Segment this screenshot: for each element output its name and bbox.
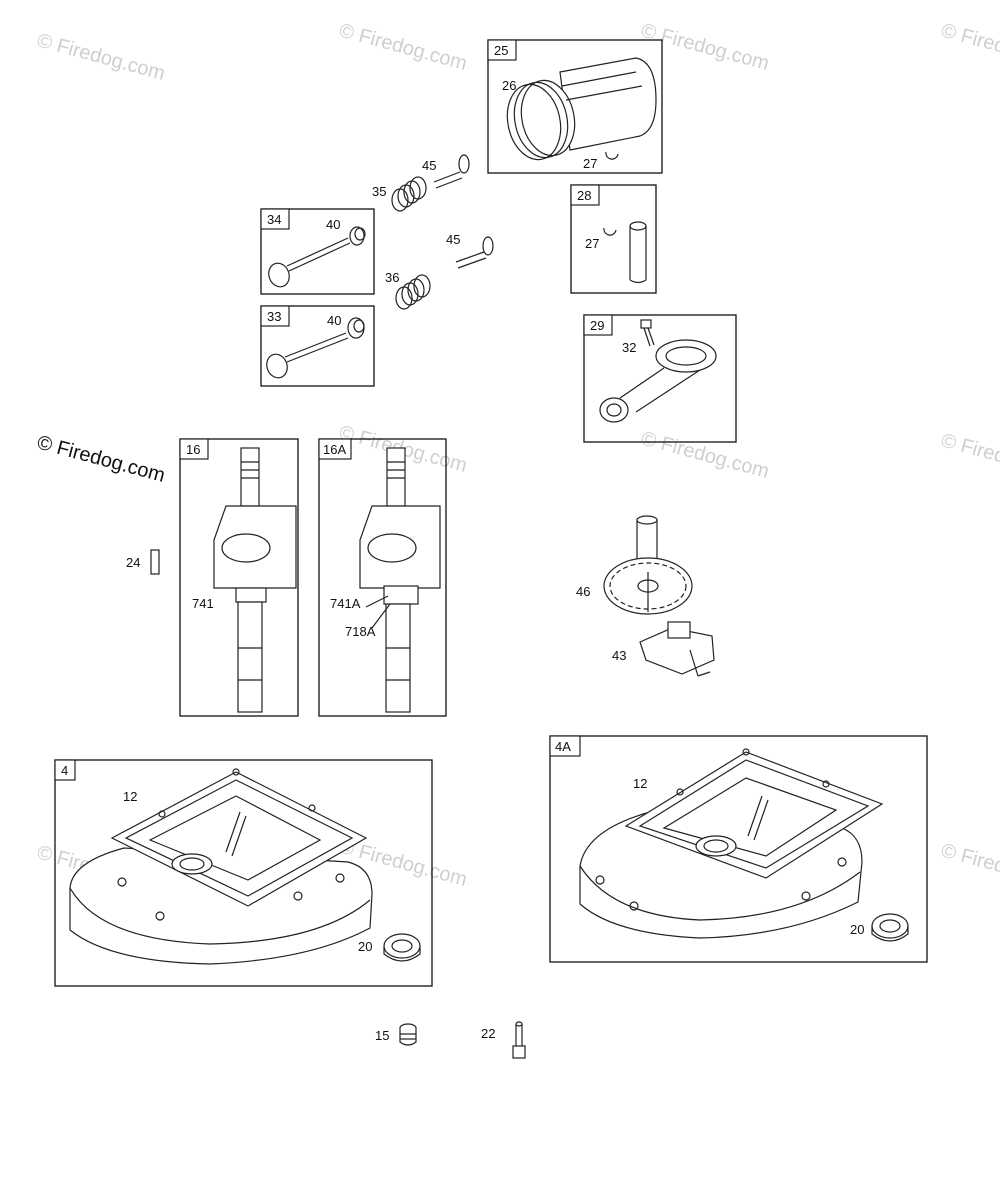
group-28-piston-pin[interactable]: 28 27 (570, 184, 657, 294)
plug-icon (399, 1023, 417, 1046)
group-tag (179, 438, 209, 460)
part-label[interactable]: 12 (123, 789, 137, 804)
group-29-connecting-rod[interactable]: 29 32 (583, 314, 737, 443)
retaining-clip-icon (603, 227, 617, 236)
part-label[interactable]: 36 (385, 270, 399, 285)
part-label[interactable]: 22 (481, 1026, 495, 1041)
oil-seal-icon (871, 913, 909, 942)
part-label[interactable]: 15 (375, 1028, 389, 1043)
tappet-icon (433, 154, 470, 189)
valve-train-loose[interactable]: 45 35 45 36 (372, 154, 494, 310)
group-4a-crankcase-cover[interactable]: 4A 12 20 (549, 735, 928, 963)
part-label[interactable]: 45 (422, 158, 436, 173)
group-frame (179, 438, 299, 717)
group-frame (487, 39, 663, 174)
oil-seal-icon (383, 933, 421, 962)
group-4-crankcase-cover[interactable]: 4 12 20 (54, 759, 433, 987)
valve-spring-icon (391, 176, 427, 212)
group-frame (260, 305, 375, 387)
valve-retainer-icon (347, 317, 365, 339)
group-number: 4 (61, 763, 68, 778)
watermark: © Firedog.com (939, 430, 1000, 485)
part-label[interactable]: 32 (622, 340, 636, 355)
part-label[interactable]: 12 (633, 776, 647, 791)
retaining-clip-icon (605, 151, 619, 160)
part-label[interactable]: 20 (850, 922, 864, 937)
group-34-valve[interactable]: 34 40 (260, 208, 375, 295)
bolt-icon (512, 1021, 526, 1059)
oil-fill-plug[interactable]: 15 (375, 1023, 417, 1046)
crankshaft-key[interactable]: 24 (126, 549, 160, 575)
part-label[interactable]: 43 (612, 648, 626, 663)
group-frame (54, 759, 433, 987)
group-25-piston[interactable]: 25 26 27 (487, 39, 663, 174)
watermark: © Firedog.com (939, 840, 1000, 895)
key-icon (150, 549, 160, 575)
part-label[interactable]: 741A (330, 596, 361, 611)
crankshaft-icon (359, 447, 441, 713)
valve-icon (266, 332, 349, 379)
part-label[interactable]: 24 (126, 555, 140, 570)
crankcase-cover-icon (579, 748, 884, 939)
part-label[interactable]: 741 (192, 596, 214, 611)
part-label[interactable]: 45 (446, 232, 460, 247)
group-frame (318, 438, 447, 717)
group-tag (260, 208, 290, 230)
group-tag (54, 759, 76, 781)
group-33-valve[interactable]: 33 40 (260, 305, 375, 387)
watermark: © Firedog.com (337, 20, 470, 75)
group-tag (583, 314, 613, 336)
group-16a-crankshaft[interactable]: 16A 741A 718A (318, 438, 447, 717)
watermark: © Firedog.com (939, 20, 1000, 75)
camshaft-assembly[interactable]: 46 43 (576, 515, 715, 677)
part-label[interactable]: 27 (583, 156, 597, 171)
rod-bolt-icon (640, 319, 655, 347)
watermark: © Firedog.com (639, 20, 772, 75)
connecting-rod-icon (599, 339, 717, 423)
group-number: 33 (267, 309, 281, 324)
group-tag (549, 735, 581, 757)
group-frame (583, 314, 737, 443)
group-number: 29 (590, 318, 604, 333)
group-16-crankshaft[interactable]: 16 741 (179, 438, 299, 717)
group-frame (570, 184, 657, 294)
group-tag (570, 184, 600, 206)
part-label[interactable]: 35 (372, 184, 386, 199)
part-label[interactable]: 40 (326, 217, 340, 232)
part-label[interactable]: 40 (327, 313, 341, 328)
watermark: © Firedog.com (639, 428, 772, 483)
camshaft-gear-icon (603, 515, 693, 615)
leader-line (371, 603, 391, 629)
piston-icon (506, 57, 657, 161)
group-number: 25 (494, 43, 508, 58)
crankshaft-icon (213, 447, 297, 713)
group-tag (260, 305, 290, 327)
valve-spring-icon (395, 274, 431, 310)
governor-icon (639, 621, 715, 677)
group-frame (260, 208, 375, 295)
group-number: 28 (577, 188, 591, 203)
part-label[interactable]: 20 (358, 939, 372, 954)
part-label[interactable]: 46 (576, 584, 590, 599)
leader-line (365, 595, 389, 608)
valve-icon (268, 237, 351, 288)
piston-pin-icon (629, 221, 647, 284)
group-number: 34 (267, 212, 281, 227)
part-label[interactable]: 718A (345, 624, 376, 639)
tappet-icon (455, 236, 494, 269)
watermark: © Firedog.com (35, 30, 168, 85)
crankcase-cover-icon (69, 768, 373, 965)
part-label[interactable]: 26 (502, 78, 516, 93)
cover-bolt[interactable]: 22 (481, 1021, 526, 1059)
group-tag (318, 438, 352, 460)
part-label[interactable]: 27 (585, 236, 599, 251)
valve-retainer-icon (349, 226, 366, 246)
group-number: 16 (186, 442, 200, 457)
group-frame (549, 735, 928, 963)
group-tag (487, 39, 517, 61)
group-number: 16A (323, 442, 346, 457)
watermark: © Firedog.com (35, 432, 168, 487)
group-number: 4A (555, 739, 571, 754)
